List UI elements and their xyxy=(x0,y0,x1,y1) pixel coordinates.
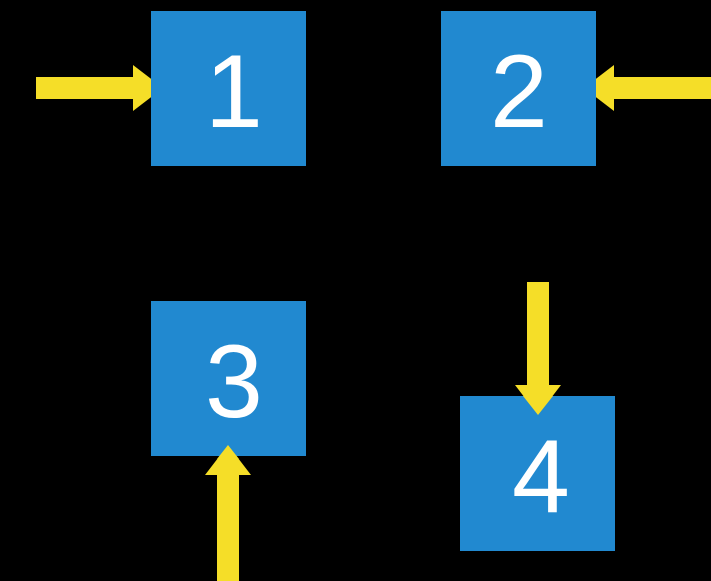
arrow-into-node-4-icon xyxy=(515,282,561,415)
node-3-box[interactable] xyxy=(151,301,306,456)
arrow-into-node-1-shape xyxy=(36,65,163,111)
arrow-into-node-1-icon xyxy=(36,65,163,111)
arrow-into-node-4-tip-overlay-icon xyxy=(523,396,553,415)
arrow-into-node-4-shape xyxy=(515,282,561,415)
node-1-box[interactable] xyxy=(151,11,306,166)
arrow-into-node-2-icon xyxy=(584,65,711,111)
node-4-label: 4 xyxy=(512,419,570,535)
arrow-into-node-3-shape xyxy=(205,445,251,581)
arrow-into-node-4-tip-shape xyxy=(523,396,553,415)
arrow-into-node-3-icon xyxy=(205,445,251,581)
node-2-box[interactable] xyxy=(441,11,596,166)
node-1-label: 1 xyxy=(205,34,263,150)
node-3-label: 3 xyxy=(205,324,263,440)
arrow-into-node-3-tip-overlay-icon xyxy=(217,445,239,459)
node-4-box[interactable] xyxy=(460,396,615,551)
node-2-label: 2 xyxy=(490,34,548,150)
arrow-into-node-3-tip-shape xyxy=(217,445,239,459)
arrow-into-node-2-shape xyxy=(584,65,711,111)
